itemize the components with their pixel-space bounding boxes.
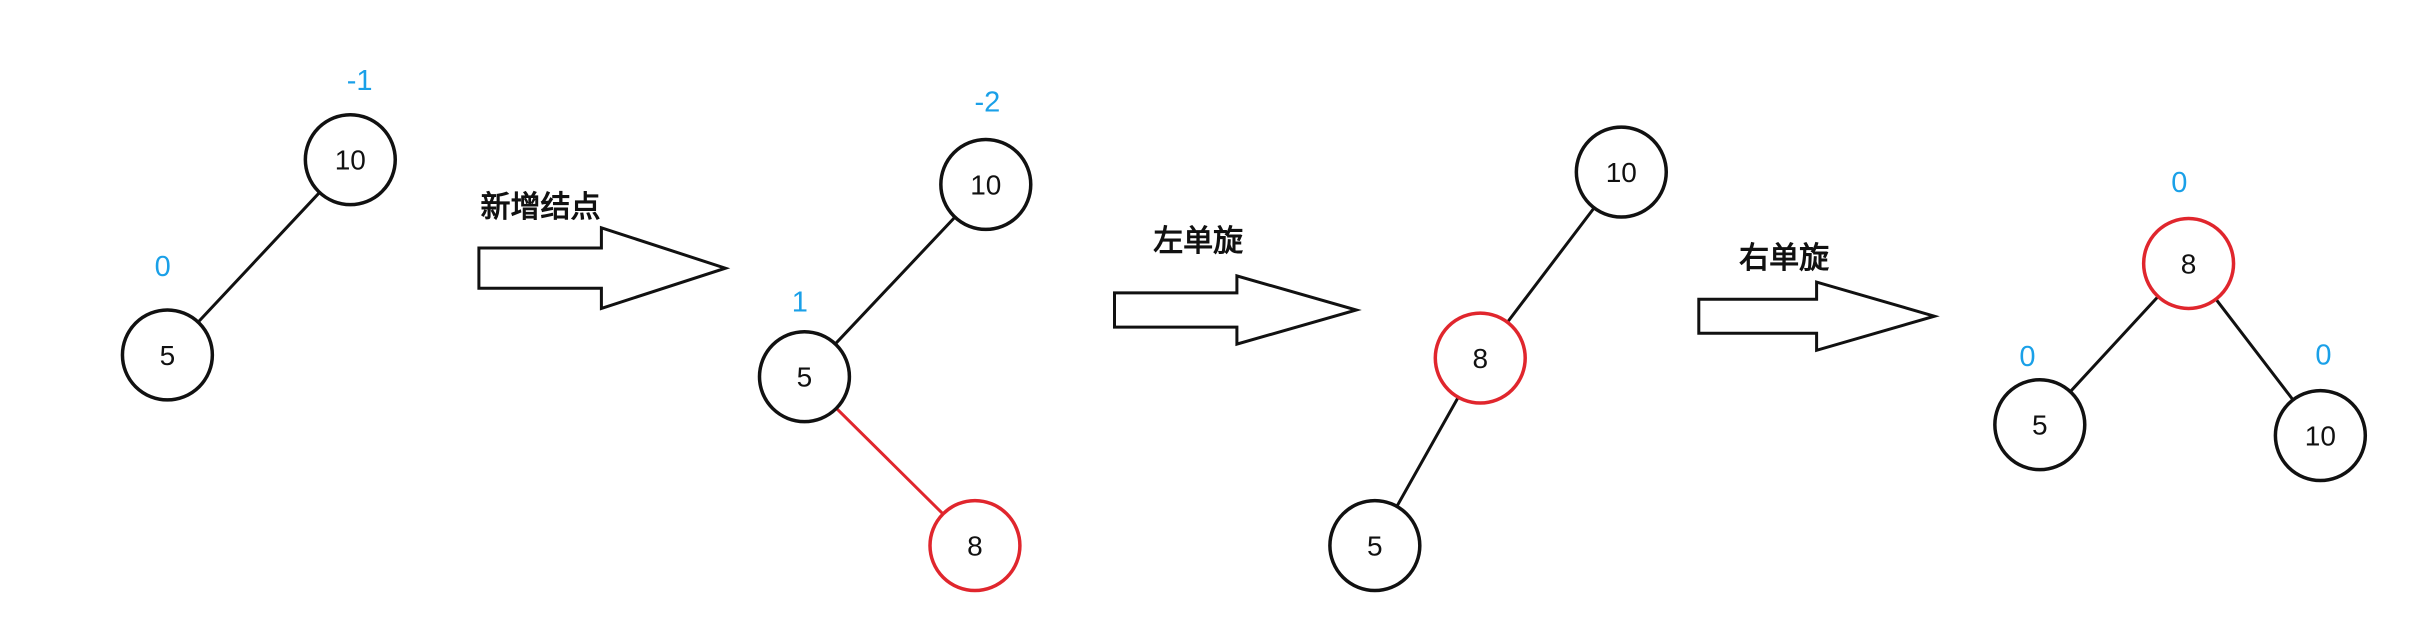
tree-1-node-5-balance-factor: 0 (155, 251, 171, 283)
tree-4-node-5-circle (1993, 378, 2087, 472)
tree-4-node-10-balance-factor: 0 (2315, 339, 2331, 371)
tree-3-node-5-circle (1328, 498, 1422, 593)
tree-2-node-5-value: 5 (797, 362, 813, 393)
tree-4-node-10-circle (2273, 388, 2368, 483)
tree-2-node-10: 10 (939, 137, 1033, 232)
step-arrow-3 (1697, 280, 1940, 353)
tree-4-node-10: 10 (2273, 388, 2368, 483)
tree-2-edge-5-to-8 (834, 406, 945, 516)
tree-3-node-5: 5 (1328, 498, 1422, 593)
step-label-3: 右单旋 (1739, 242, 1829, 275)
tree-1-node-5: 5 (120, 308, 215, 402)
arrows-layer (477, 225, 1940, 353)
tree-4-node-5-balance-factor: 0 (2019, 341, 2035, 373)
tree-2-node-8-value: 8 (967, 531, 983, 562)
step-arrow-1 (477, 225, 731, 311)
tree-2-node-5-balance-factor: 1 (792, 287, 808, 319)
tree-1-node-10-circle (303, 112, 397, 207)
tree-2-node-10-circle (939, 137, 1033, 232)
tree-4-edge-8-to-5 (2068, 295, 2160, 394)
tree-1-node-10: 10 (303, 112, 397, 207)
tree-2-edge-10-to-5 (833, 215, 957, 346)
edges-layer (196, 190, 2295, 516)
tree-1-edge-10-to-5 (196, 190, 322, 324)
tree-1-node-5-circle (120, 308, 215, 402)
tree-3-edge-10-to-8 (1505, 206, 1596, 324)
tree-3-node-10-circle (1574, 125, 1669, 219)
tree-4-edge-8-to-10 (2214, 297, 2295, 402)
tree-4-node-8-balance-factor: 0 (2171, 167, 2187, 199)
tree-3-node-10-value: 10 (1606, 157, 1637, 188)
tree-3-node-10: 10 (1574, 125, 1669, 219)
tree-3-node-8-value: 8 (1472, 343, 1488, 374)
tree-4-node-5-value: 5 (2032, 410, 2048, 441)
tree-2-node-10-value: 10 (970, 169, 1001, 200)
tree-4-node-10-value: 10 (2305, 421, 2336, 452)
step-label-1: 新增结点 (481, 191, 601, 224)
tree-4-node-8-value: 8 (2181, 249, 2197, 280)
tree-4-node-5: 5 (1993, 378, 2087, 472)
tree-1-node-10-balance-factor: -1 (347, 65, 373, 97)
tree-4-node-8: 8 (2141, 216, 2236, 311)
tree-2-node-8-circle (928, 498, 1022, 593)
tree-2-node-5-circle (757, 329, 852, 424)
step-arrow-2 (1113, 273, 1362, 347)
tree-3-node-8-circle (1433, 311, 1527, 405)
tree-2-node-8: 8 (928, 498, 1022, 593)
tree-1-node-10-value: 10 (335, 145, 366, 176)
tree-2-node-10-balance-factor: -2 (974, 87, 1000, 119)
tree-4-node-8-circle (2141, 216, 2236, 311)
tree-3-node-5-value: 5 (1367, 531, 1383, 562)
tree-2-node-5: 5 (757, 329, 852, 424)
tree-3-node-8: 8 (1433, 311, 1527, 405)
tree-3-edge-8-to-5 (1395, 395, 1460, 508)
tree-1-node-5-value: 5 (160, 340, 176, 371)
step-label-2: 左单旋 (1153, 225, 1243, 258)
